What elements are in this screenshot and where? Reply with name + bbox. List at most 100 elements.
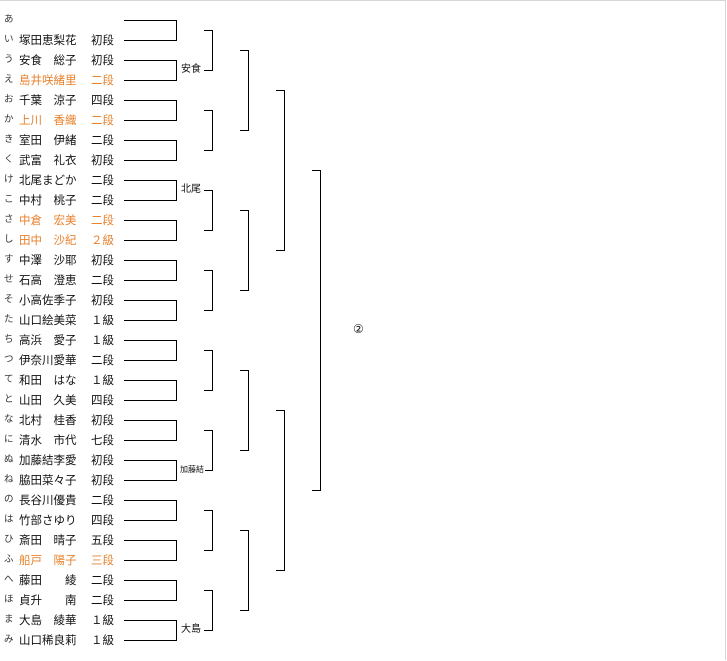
player-rank: １級: [91, 633, 114, 647]
player-rank: 二段: [91, 353, 114, 367]
player-name: 大島 綾華: [19, 613, 77, 627]
bracket-round1-match: [124, 540, 177, 561]
bracket-round2-match: [204, 30, 213, 71]
player-kana-label: ひ: [4, 534, 14, 545]
player-kana-label: と: [4, 394, 14, 405]
player-name: 加藤結李愛: [19, 453, 77, 467]
player-name: 島井咲緒里: [19, 73, 77, 87]
player-rank: 四段: [91, 393, 114, 407]
player-kana-label: ふ: [4, 554, 14, 565]
player-rank: 二段: [91, 273, 114, 287]
bracket-round3-match: [240, 530, 249, 611]
bracket-round2-match: [204, 350, 213, 391]
player-name: 中倉 宏美: [19, 213, 77, 227]
player-name: 中澤 沙耶: [19, 253, 77, 267]
player-kana-label: せ: [4, 274, 14, 285]
bracket-final-match: [312, 170, 321, 491]
bracket-round1-match: [124, 140, 177, 161]
player-rank: １級: [91, 333, 114, 347]
player-rank: 初段: [91, 253, 114, 267]
player-name: 塚田恵梨花: [19, 33, 77, 47]
bracket-round2-match: [204, 270, 213, 311]
player-kana-label: き: [4, 134, 14, 145]
player-name: 船戸 陽子: [19, 553, 77, 567]
player-kana-label: ち: [4, 334, 14, 345]
player-name: 山口稀良莉: [19, 633, 77, 647]
bracket-round1-match: [124, 300, 177, 321]
bracket-round2-match: [204, 430, 213, 471]
player-name: 高浜 愛子: [19, 333, 77, 347]
player-rank: 五段: [91, 533, 114, 547]
player-rank: 初段: [91, 413, 114, 427]
player-name: 山口絵美菜: [19, 313, 77, 327]
player-kana-label: う: [4, 54, 14, 65]
bracket-semifinal-match: [276, 90, 285, 251]
player-rank: １級: [91, 613, 114, 627]
player-rank: 初段: [91, 153, 114, 167]
bracket-round1-match: [124, 500, 177, 521]
bracket-round2-match: [204, 510, 213, 551]
player-kana-label: ま: [4, 614, 14, 625]
player-rank: 三段: [91, 553, 114, 567]
player-rank: １級: [91, 313, 114, 327]
player-name: 小高佐季子: [19, 293, 77, 307]
bracket-round1-match: [124, 220, 177, 241]
player-kana-label: お: [4, 94, 14, 105]
player-name: 長谷川優貴: [19, 493, 77, 507]
bracket-round3-match: [240, 370, 249, 451]
player-name: 貞升 南: [19, 593, 77, 607]
player-kana-label: み: [4, 634, 14, 645]
player-rank: 二段: [91, 113, 114, 127]
player-kana-label: に: [4, 434, 14, 445]
player-name: 脇田菜々子: [19, 473, 77, 487]
bracket-round1-match: [124, 20, 177, 41]
player-name: 斎田 晴子: [19, 533, 77, 547]
bracket-round1-match: [124, 380, 177, 401]
player-rank: 四段: [91, 513, 114, 527]
player-kana-label: え: [4, 74, 14, 85]
bracket-round1-match: [124, 260, 177, 281]
player-kana-label: つ: [4, 354, 14, 365]
player-name: 石高 澄恵: [19, 273, 77, 287]
player-rank: 初段: [91, 293, 114, 307]
player-name: 武富 礼衣: [19, 153, 77, 167]
bracket-round1-match: [124, 620, 177, 641]
player-name: 和田 はな: [19, 373, 77, 387]
winner-label-kitao: 北尾: [180, 184, 202, 196]
bracket-round2-match: [204, 590, 213, 631]
player-kana-label: か: [4, 114, 14, 125]
player-rank: 二段: [91, 173, 114, 187]
player-rank: 二段: [91, 73, 114, 87]
bracket-round1-match: [124, 100, 177, 121]
winner-label-oshima: 大島: [180, 624, 202, 636]
player-name: 藤田 綾: [19, 573, 77, 587]
player-kana-label: し: [4, 234, 14, 245]
winner-label-ajiki: 安食: [180, 64, 202, 76]
player-kana-label: い: [4, 34, 14, 45]
player-rank: 二段: [91, 573, 114, 587]
player-rank: 七段: [91, 433, 114, 447]
player-rank: 二段: [91, 213, 114, 227]
final-match-mark: ②: [353, 322, 364, 336]
player-kana-label: へ: [4, 574, 14, 585]
player-rank: 初段: [91, 473, 114, 487]
player-name: 山田 久美: [19, 393, 77, 407]
player-kana-label: ぬ: [4, 454, 14, 465]
player-name: 北尾まどか: [19, 173, 77, 187]
bracket-round1-match: [124, 460, 177, 481]
player-kana-label: す: [4, 254, 14, 265]
player-name: 伊奈川愛華: [19, 353, 77, 367]
bracket-round1-match: [124, 180, 177, 201]
player-kana-label: は: [4, 514, 14, 525]
player-rank: 二段: [91, 493, 114, 507]
player-kana-label: さ: [4, 214, 14, 225]
player-name: 室田 伊緒: [19, 133, 77, 147]
bracket-round3-match: [240, 50, 249, 131]
bracket-round1-match: [124, 60, 177, 81]
player-rank: 四段: [91, 93, 114, 107]
player-rank: 二段: [91, 133, 114, 147]
player-kana-label: ほ: [4, 594, 14, 605]
bracket-round1-match: [124, 340, 177, 361]
